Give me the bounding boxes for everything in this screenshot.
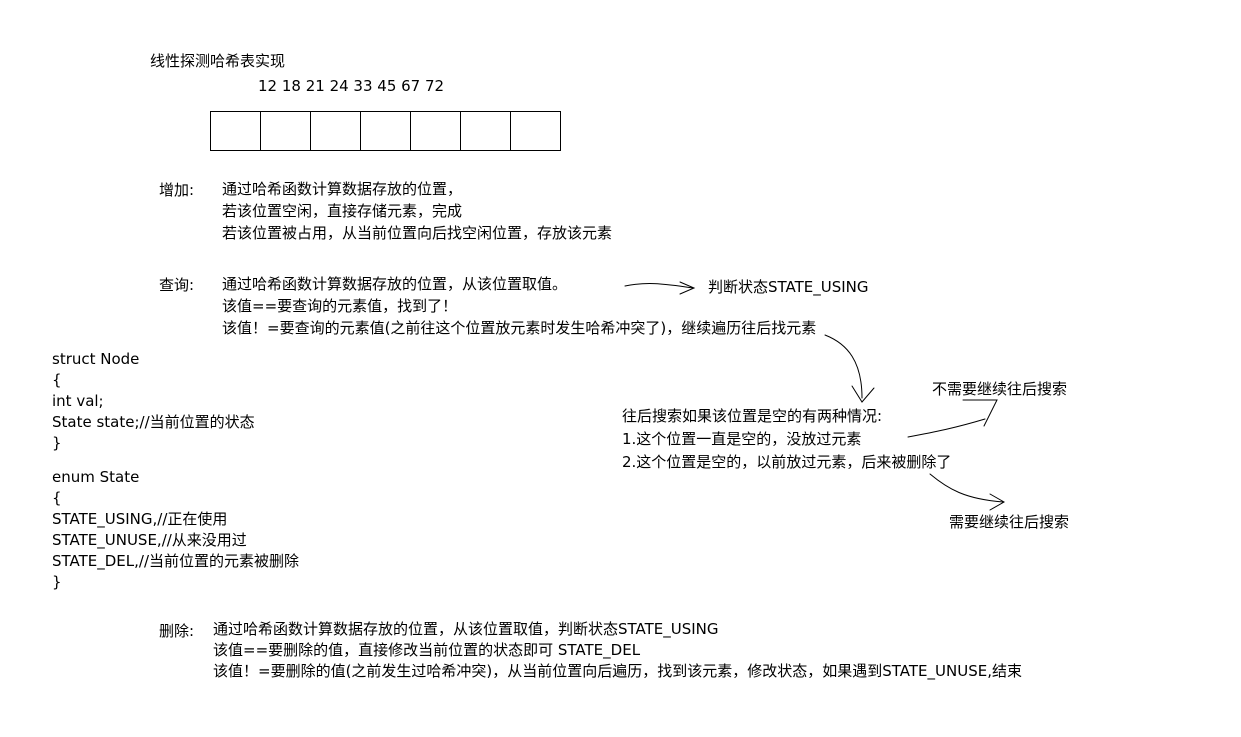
arrow-to-search-note (824, 334, 863, 399)
arrow-to-state-note (624, 283, 694, 289)
hash-cell (510, 111, 561, 151)
delete-line-3: 该值！=要删除的值(之前发生过哈希冲突)，从当前位置向后遍历，找到该元素，修改状… (213, 662, 1022, 680)
add-line-2: 若该位置空闲，直接存储元素，完成 (222, 202, 463, 220)
hash-table (210, 111, 561, 151)
enum-line: STATE_DEL,//当前位置的元素被删除 (52, 552, 300, 570)
enum-line: } (52, 573, 62, 591)
query-line-3: 该值！=要查询的元素值(之前往这个位置放元素时发生哈希冲突了)，继续遍历往后找元… (222, 319, 817, 337)
add-line-3: 若该位置被占用，从当前位置向后找空闲位置，存放该元素 (222, 224, 613, 242)
enum-line: STATE_USING,//正在使用 (52, 510, 228, 528)
arrow-to-no-continue (907, 418, 986, 438)
delete-line-2: 该值==要删除的值，直接修改当前位置的状态即可 STATE_DEL (213, 641, 641, 659)
arrow-head (679, 281, 696, 295)
delete-line-1: 通过哈希函数计算数据存放的位置，从该位置取值，判断状态STATE_USING (213, 620, 719, 638)
state-note: 判断状态STATE_USING (708, 278, 869, 296)
struct-line: int val; (52, 392, 104, 410)
struct-line: State state;//当前位置的状态 (52, 413, 255, 431)
search-line-3: 2.这个位置是空的，以前放过元素，后来被删除了 (622, 453, 952, 471)
query-label: 查询: (159, 276, 195, 294)
struct-line: } (52, 434, 62, 452)
enum-line: { (52, 489, 62, 507)
enum-line: STATE_UNUSE,//从来没用过 (52, 531, 247, 549)
add-line-1: 通过哈希函数计算数据存放的位置， (222, 180, 463, 198)
no-continue-note: 不需要继续往后搜索 (932, 380, 1068, 398)
page-title: 线性探测哈希表实现 (150, 52, 286, 70)
arrow-head (962, 399, 998, 427)
search-line-2: 1.这个位置一直是空的，没放过元素 (622, 430, 862, 448)
arrow-to-continue (929, 473, 1004, 503)
struct-line: struct Node (52, 350, 140, 368)
struct-line: { (52, 371, 62, 389)
arrow-head (851, 385, 875, 403)
delete-label: 删除: (159, 622, 195, 640)
numbers-row: 12 18 21 24 33 45 67 72 (258, 77, 445, 95)
query-line-2: 该值==要查询的元素值，找到了！ (222, 297, 458, 315)
continue-note: 需要继续往后搜索 (949, 513, 1070, 531)
enum-line: enum State (52, 468, 140, 486)
arrow-head (989, 493, 1006, 511)
query-line-1: 通过哈希函数计算数据存放的位置，从该位置取值。 (222, 275, 568, 293)
add-label: 增加: (159, 181, 195, 199)
search-line-1: 往后搜索如果该位置是空的有两种情况: (622, 407, 883, 425)
